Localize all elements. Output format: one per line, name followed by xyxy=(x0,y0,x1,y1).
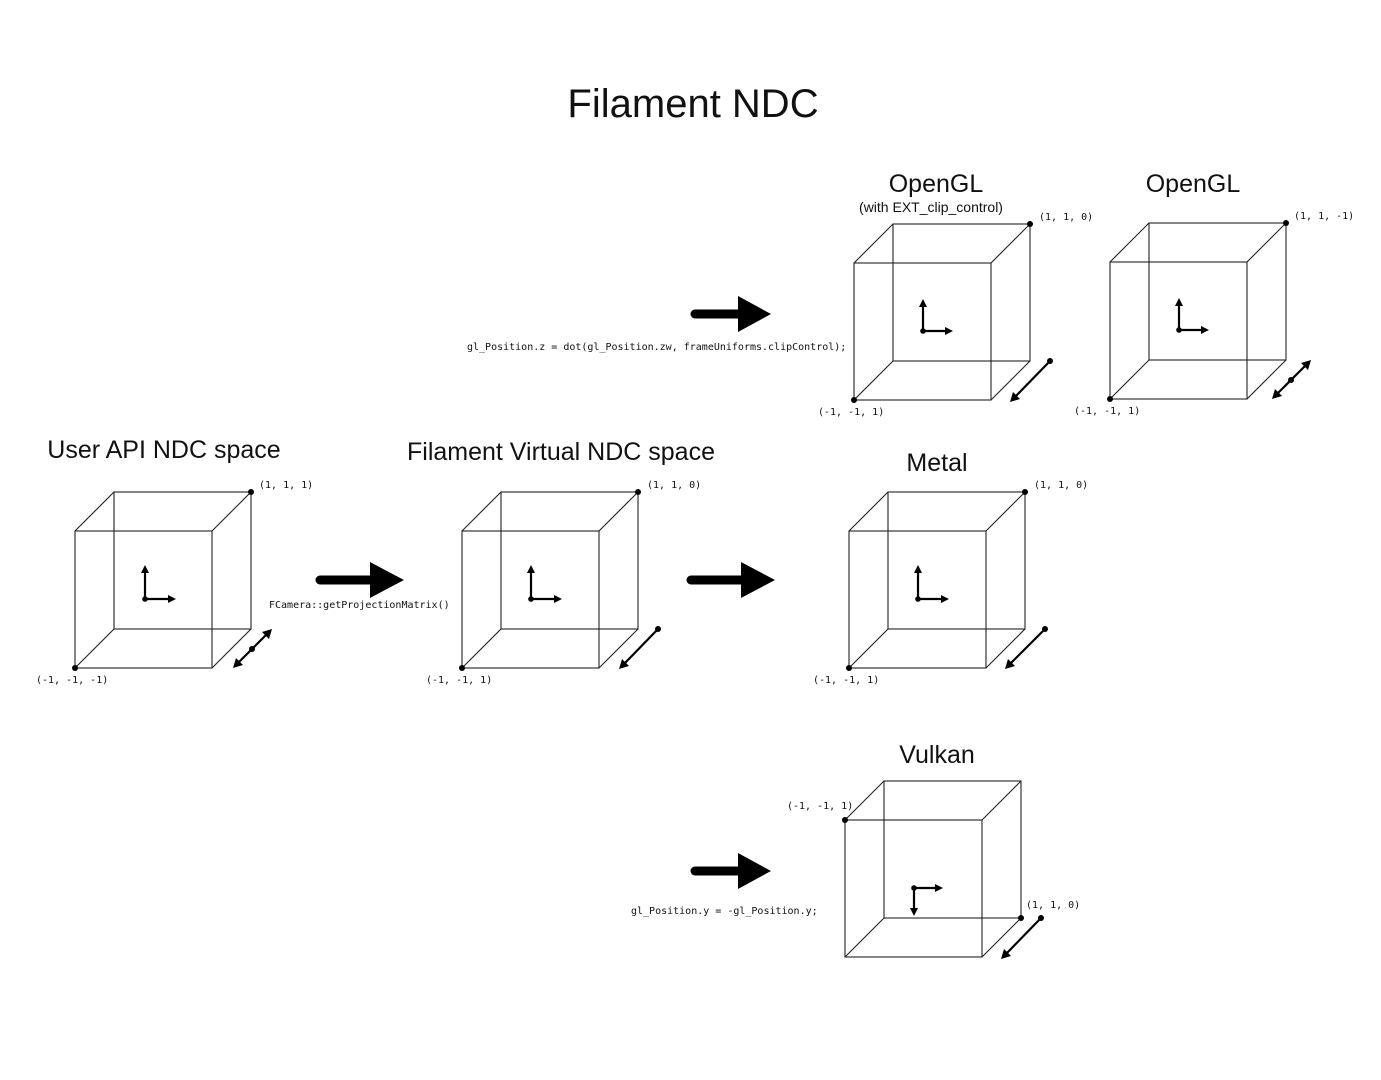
corner-min-label: (-1, -1, 1) xyxy=(1074,406,1140,417)
corner-min-dot xyxy=(851,397,857,403)
corner-max-label: (1, 1, 1) xyxy=(259,480,313,491)
corner-min-label: (-1, -1, 1) xyxy=(813,675,879,686)
corner-max-dot xyxy=(1018,915,1024,921)
corner-min-dot xyxy=(459,665,465,671)
cube-opengl-clip-control: OpenGL (with EXT_clip_control) (1, 1, 0)… xyxy=(818,170,1093,418)
corner-max-dot xyxy=(248,489,254,495)
depth-arrow-icon xyxy=(1001,915,1044,959)
cube-wireframe xyxy=(853,223,1031,401)
corner-max-dot xyxy=(1027,221,1033,227)
cube-title: Metal xyxy=(906,449,967,477)
axes-icon xyxy=(914,565,949,603)
transform-arrow-vulkan-y: gl_Position.y = -gl_Position.y; xyxy=(631,853,818,917)
corner-min-dot xyxy=(842,817,848,823)
corner-max-label: (1, 1, 0) xyxy=(1026,900,1080,911)
axes-icon xyxy=(1175,298,1209,334)
corner-min-dot xyxy=(846,665,852,671)
cube-wireframe xyxy=(461,491,639,669)
corner-max-label: (1, 1, 0) xyxy=(1034,480,1088,491)
transform-arrow-opengl-z: gl_Position.z = dot(gl_Position.zw, fram… xyxy=(467,296,846,353)
cube-title: OpenGL xyxy=(1146,170,1241,198)
corner-max-dot xyxy=(635,489,641,495)
corner-max-label: (1, 1, 0) xyxy=(1039,212,1093,223)
corner-min-label: (-1, -1, 1) xyxy=(787,801,853,812)
cube-subtitle: (with EXT_clip_control) xyxy=(859,199,1003,215)
corner-min-label: (-1, -1, 1) xyxy=(818,407,884,418)
cube-wireframe xyxy=(74,491,252,669)
depth-arrow-icon xyxy=(1005,626,1048,669)
cube-wireframe xyxy=(1109,222,1287,400)
axes-icon xyxy=(919,299,953,335)
corner-min-dot xyxy=(1107,396,1113,402)
corner-min-label: (-1, -1, -1) xyxy=(36,675,108,686)
depth-double-arrow-icon xyxy=(233,629,272,668)
cube-opengl: OpenGL (1, 1, -1) (-1, -1, 1) xyxy=(1074,170,1354,417)
corner-max-label: (1, 1, -1) xyxy=(1294,211,1354,222)
depth-double-arrow-icon xyxy=(1272,360,1311,399)
corner-max-label: (1, 1, 0) xyxy=(647,480,701,491)
cube-vulkan: Vulkan (-1, -1, 1) (1, 1, 0) xyxy=(787,741,1080,959)
page-title: Filament NDC xyxy=(567,82,818,126)
cube-wireframe xyxy=(844,780,1022,958)
cube-user-api: User API NDC space (1, 1, 1) (-1, -1, -1… xyxy=(36,436,313,686)
axes-icon xyxy=(141,565,176,603)
cube-wireframe xyxy=(848,491,1026,669)
cube-title: User API NDC space xyxy=(47,436,280,464)
axes-icon xyxy=(527,565,562,603)
transform-label: gl_Position.y = -gl_Position.y; xyxy=(631,906,818,917)
cube-title: Vulkan xyxy=(899,741,975,769)
depth-arrow-icon xyxy=(1010,358,1053,402)
depth-arrow-icon xyxy=(619,626,661,669)
transform-label: gl_Position.z = dot(gl_Position.zw, fram… xyxy=(467,342,846,353)
transform-arrow-projection: FCamera::getProjectionMatrix() xyxy=(269,562,450,611)
cube-title: Filament Virtual NDC space xyxy=(407,438,715,466)
corner-max-dot xyxy=(1283,220,1289,226)
cube-title: OpenGL xyxy=(889,170,984,198)
corner-min-label: (-1, -1, 1) xyxy=(426,675,492,686)
axes-icon xyxy=(910,884,943,916)
cube-metal: Metal (1, 1, 0) (-1, -1, 1) xyxy=(813,449,1088,686)
transform-arrow-metal xyxy=(686,562,775,598)
transform-label: FCamera::getProjectionMatrix() xyxy=(269,600,450,611)
corner-min-dot xyxy=(72,665,78,671)
cube-filament-virtual: Filament Virtual NDC space (1, 1, 0) (-1… xyxy=(407,438,715,686)
corner-max-dot xyxy=(1022,489,1028,495)
